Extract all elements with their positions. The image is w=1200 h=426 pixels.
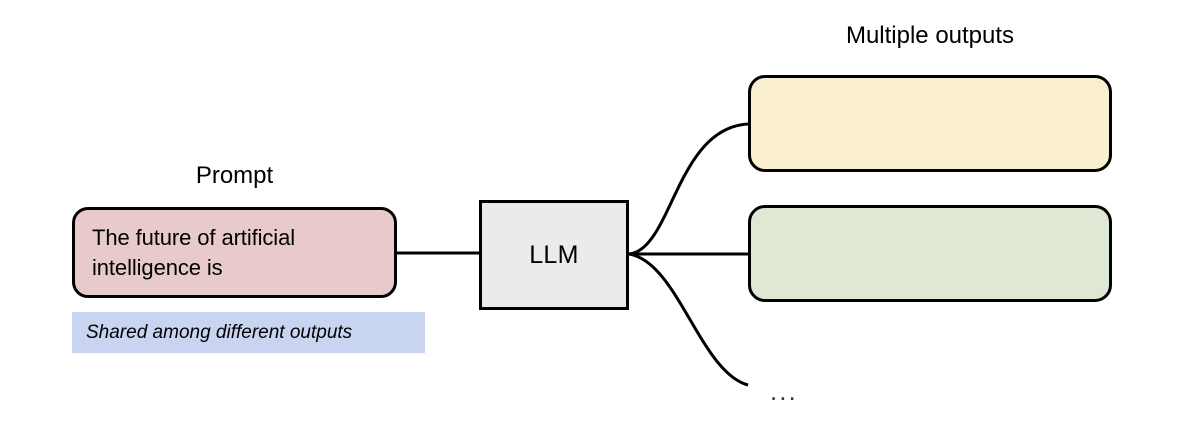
connector-llm-to-output-1 (628, 122, 749, 256)
ellipsis-more-outputs: ... (770, 376, 798, 406)
shared-among-outputs-note: Shared among different outputs (72, 312, 425, 353)
llm-box[interactable]: LLM (479, 200, 629, 310)
connector-llm-to-output-3 (628, 252, 749, 387)
shared-note-text: Shared among different outputs (86, 321, 353, 343)
prompt-box[interactable]: The future of artificial intelligence is (72, 207, 397, 298)
multiple-outputs-caption: Multiple outputs (845, 22, 1015, 49)
output-box-1[interactable] (748, 75, 1112, 172)
llm-label: LLM (529, 240, 579, 269)
prompt-caption: Prompt (195, 162, 274, 189)
prompt-text: The future of artificial intelligence is (92, 224, 296, 280)
output-box-2[interactable] (748, 205, 1112, 302)
